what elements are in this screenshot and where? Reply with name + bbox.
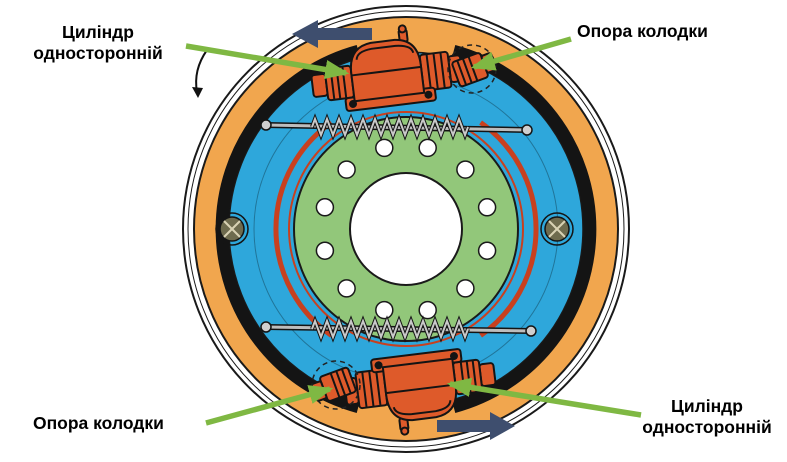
spring-anchor-pin — [260, 119, 272, 131]
spring-coil — [311, 318, 469, 340]
bolt-hole — [477, 241, 497, 260]
bolt-holes — [315, 138, 497, 320]
bolt-hole — [375, 300, 394, 320]
shoe-web-arc-left — [273, 120, 333, 338]
drum-rim-inner-line — [187, 10, 625, 448]
pointer-support-top — [470, 36, 572, 71]
bolt-hole — [456, 160, 475, 179]
shoe-inner-rim — [288, 111, 524, 347]
spring-coil — [311, 116, 469, 138]
label-shoe-support-top: Опора колодки — [577, 21, 708, 41]
spring-anchor-pin — [525, 325, 537, 337]
shoe-web-arc-right — [479, 120, 539, 338]
label-cylinder-bottom: Циліндр односторонній — [642, 396, 772, 438]
drum-rotation-arrow-top — [292, 20, 372, 48]
bolt-hole — [337, 160, 356, 179]
bolt-hole — [418, 300, 437, 320]
bolt-hole — [418, 138, 437, 158]
bolt-hole — [375, 138, 394, 158]
label-cylinder-top: Циліндр односторонній — [33, 22, 163, 64]
return-spring-top — [260, 113, 533, 141]
drum-rotation-arrow-bottom — [437, 412, 515, 440]
support-highlight-circle-bottom — [311, 360, 361, 410]
return-spring-bottom — [260, 315, 537, 343]
bolt-hole — [315, 241, 335, 260]
bolt-hole — [315, 198, 335, 217]
adjuster-left — [215, 212, 249, 246]
rotation-direction-arrowhead — [192, 87, 203, 98]
pointer-support-bottom — [205, 385, 334, 426]
bolt-hole — [456, 279, 475, 298]
bolt-hole — [477, 198, 497, 217]
hub-bore — [349, 172, 463, 286]
adjuster-right — [540, 212, 574, 246]
lining-arc-right — [451, 45, 597, 413]
spring-anchor-pin — [521, 124, 533, 136]
spring-anchor-pin — [260, 321, 272, 333]
label-shoe-support-bottom: Опора колодки — [33, 413, 164, 433]
pointer-cylinder-bottom — [446, 377, 642, 418]
spring-rod-highlight — [264, 325, 533, 333]
pointer-cylinder-top — [185, 43, 350, 80]
bolt-hole — [337, 279, 356, 298]
